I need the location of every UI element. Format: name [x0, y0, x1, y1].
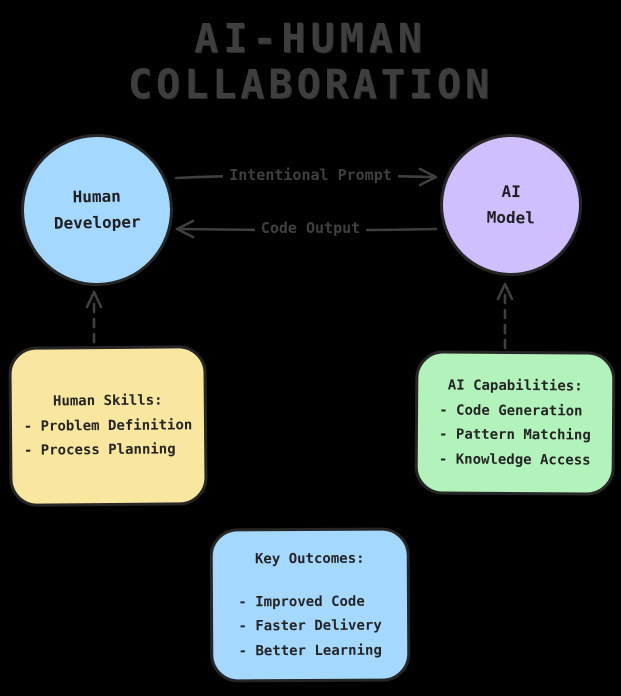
- key-outcomes-item: - Faster Delivery: [238, 617, 382, 635]
- prompt-arrow-line: [174, 173, 435, 180]
- ai-capabilities-item: - Code Generation: [439, 401, 583, 419]
- key-outcomes-box-items: - Improved Code - Faster Delivery - Bett…: [238, 589, 382, 663]
- prompt-arrow-head: [418, 167, 438, 187]
- ai-capabilities-box: AI Capabilities: - Code Generation - Pat…: [414, 350, 616, 496]
- human-skills-box-items: - Problem Definition - Process Planning: [24, 413, 193, 463]
- human-skills-item: - Problem Definition: [23, 417, 193, 435]
- ai-capabilities-item: - Knowledge Access: [438, 450, 591, 469]
- diagram-title-line-1: AI-HUMAN: [194, 16, 427, 62]
- human-skills-box: Human Skills: - Problem Definition - Pro…: [8, 345, 208, 507]
- human-developer-label-line-1: Human: [72, 186, 122, 207]
- key-outcomes-item: - Improved Code: [238, 593, 365, 610]
- human-skills-box-title: Human Skills:: [52, 392, 163, 410]
- ai-model-label-line-2: Model: [486, 207, 536, 228]
- key-outcomes-item: - Better Learning: [238, 642, 382, 659]
- human-developer-label-line-2: Developer: [53, 212, 141, 233]
- ai-capabilities-box-items: - Code Generation - Pattern Matching - K…: [439, 398, 591, 473]
- human-skills-dashed-arrow-head: [85, 290, 103, 309]
- ai-capabilities-box-title: AI Capabilities:: [447, 377, 583, 395]
- output-arrow-head: [175, 219, 195, 239]
- diagram-title-line-2: COLLABORATION: [127, 62, 494, 108]
- human-skills-item: - Process Planning: [23, 441, 176, 459]
- ai-model-label-line-1: AI: [501, 182, 522, 202]
- key-outcomes-box: Key Outcomes: - Improved Code - Faster D…: [209, 527, 411, 683]
- ai-capabilities-item: - Pattern Matching: [439, 426, 591, 444]
- output-arrow-line: [178, 227, 438, 232]
- ai-capabilities-dashed-arrow-head: [496, 282, 514, 301]
- key-outcomes-box-title: Key Outcomes:: [254, 550, 365, 568]
